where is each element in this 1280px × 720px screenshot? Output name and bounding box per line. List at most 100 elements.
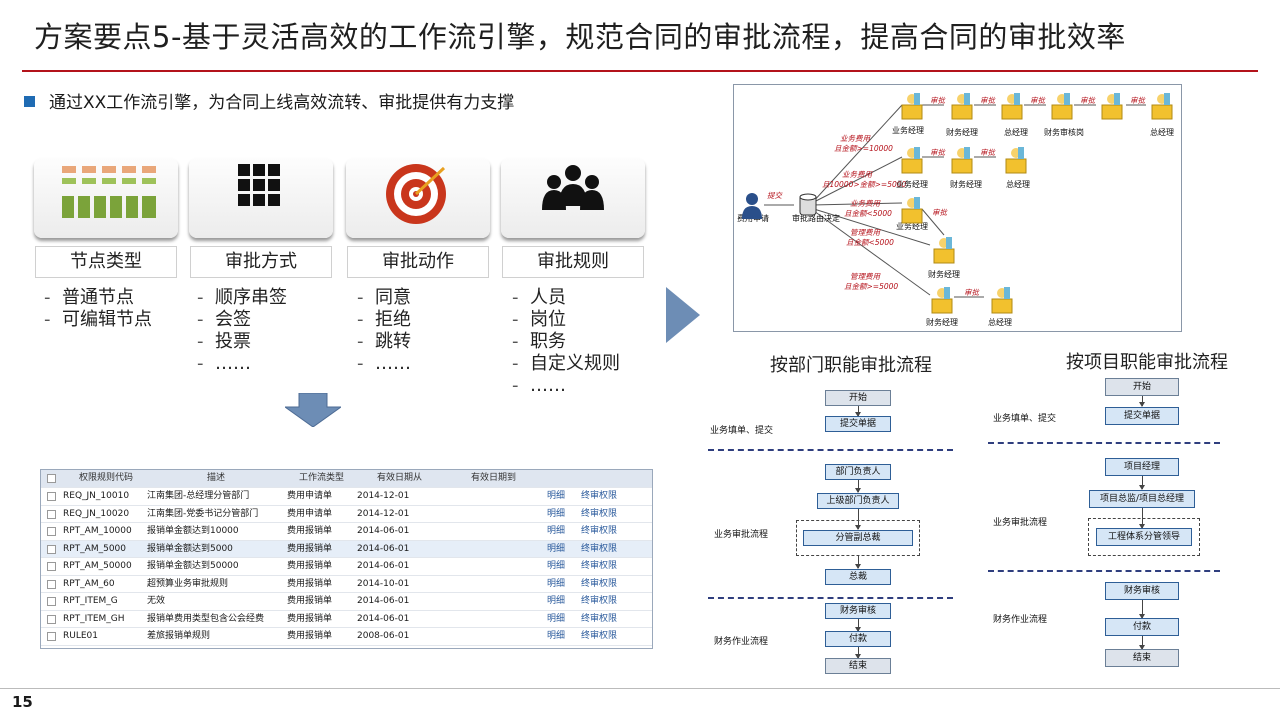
section-label: 业务审批流程 (714, 530, 769, 540)
table-cell: 2008-06-01 (357, 631, 410, 641)
table-header: 权限规则代码 (79, 473, 134, 483)
select-all-checkbox[interactable] (47, 474, 56, 483)
flow-arrow (1139, 600, 1145, 619)
database-icon (799, 193, 817, 216)
list-item: -跳转 (357, 331, 411, 352)
table-cell: 无效 (147, 596, 166, 606)
people-icon (542, 165, 604, 210)
table-header: 工作流类型 (299, 473, 345, 483)
node-type-list: -普通节点 -可编辑节点 (44, 287, 152, 331)
list-item: -人员 (512, 287, 566, 308)
edge-label: 审批 (980, 148, 995, 157)
node-label: 财务经理 (950, 180, 982, 189)
final-approval-link[interactable]: 终审权限 (581, 508, 618, 519)
optional-step-frame (1088, 518, 1200, 556)
list-item: -职务 (512, 331, 566, 352)
approval-action-card (346, 158, 490, 238)
node-label: 总经理 (1004, 128, 1028, 137)
label-approval-method: 审批方式 (190, 246, 332, 278)
table-cell: RPT_AM_5000 (63, 543, 127, 554)
section-divider (988, 570, 1220, 572)
section-label: 业务填单、提交 (993, 414, 1057, 424)
table-cell: RPT_ITEM_GH (63, 613, 125, 624)
detail-link[interactable]: 明细 (547, 596, 566, 606)
final-approval-link[interactable]: 终审权限 (581, 613, 618, 624)
edge-label: 且金额<5000 (846, 238, 894, 247)
table-cell: 2014-06-01 (357, 596, 410, 606)
detail-link[interactable]: 明细 (547, 508, 566, 519)
section-label: 财务作业流程 (993, 615, 1048, 625)
approver-icon (1051, 93, 1073, 120)
detail-link[interactable]: 明细 (547, 543, 566, 554)
table-cell: 报销单金额达到50000 (147, 561, 239, 571)
detail-link[interactable]: 明细 (547, 578, 566, 589)
detail-link[interactable]: 明细 (547, 491, 566, 501)
section-label: 业务填单、提交 (710, 426, 774, 436)
flow-step: 财务审核 (825, 603, 891, 619)
flow-arrow (855, 619, 861, 632)
table-cell: 超预算业务审批规则 (147, 578, 229, 589)
label-node-type: 节点类型 (35, 246, 177, 278)
row-checkbox[interactable] (47, 614, 56, 624)
flow-step: 付款 (1105, 618, 1179, 636)
detail-link[interactable]: 明细 (547, 561, 566, 571)
row-checkbox[interactable] (47, 632, 56, 641)
detail-link[interactable]: 明细 (547, 631, 566, 641)
row-checkbox[interactable] (47, 597, 56, 606)
list-item: -…… (512, 375, 566, 396)
final-approval-link[interactable]: 终审权限 (581, 578, 618, 589)
table-cell: 费用申请单 (287, 508, 333, 519)
section-divider (708, 597, 953, 599)
grid-icon (238, 164, 280, 206)
approval-rules-table: 权限规则代码 描述 工作流类型 有效日期从 有效日期到 REQ_JN_10010… (40, 469, 653, 649)
edge-label: 审批 (1130, 96, 1145, 105)
table-cell: 费用报销单 (287, 526, 333, 536)
project-flow-title: 按项目职能审批流程 (1066, 352, 1228, 373)
page-number: 15 (12, 693, 33, 711)
node-label: 总经理 (1150, 128, 1174, 137)
list-item: -自定义规则 (512, 353, 620, 374)
edge-label: 管理费用 (850, 228, 880, 237)
final-approval-link[interactable]: 终审权限 (581, 596, 618, 606)
edge-label: 审批 (980, 96, 995, 105)
detail-link[interactable]: 明细 (547, 613, 566, 624)
table-cell: 2014-06-01 (357, 561, 410, 571)
flow-arrow (1139, 508, 1145, 529)
row-checkbox[interactable] (47, 562, 56, 571)
approver-icon (901, 147, 923, 174)
flow-step-start: 开始 (825, 390, 891, 406)
approval-method-card (189, 158, 333, 238)
list-item: -拒绝 (357, 309, 411, 330)
row-checkbox[interactable] (47, 544, 56, 554)
final-approval-link[interactable]: 终审权限 (581, 561, 618, 571)
table-cell: 江南集团-总经理分管部门 (147, 491, 250, 501)
edge-label: 管理费用 (850, 272, 880, 281)
bullet-text: 通过XX工作流引擎，为合同上线高效流转、审批提供有力支撑 (49, 93, 515, 113)
row-checkbox[interactable] (47, 509, 56, 519)
row-checkbox[interactable] (47, 492, 56, 501)
section-label: 业务审批流程 (993, 518, 1048, 528)
edge-label: 且金额>=10000 (834, 144, 893, 153)
flow-arrow (1139, 636, 1145, 650)
final-approval-link[interactable]: 终审权限 (581, 491, 618, 501)
final-approval-link[interactable]: 终审权限 (581, 526, 618, 536)
list-item: -顺序串签 (197, 287, 287, 308)
flow-step-end: 结束 (1105, 649, 1179, 667)
final-approval-link[interactable]: 终审权限 (581, 631, 618, 641)
table-cell: RPT_AM_10000 (63, 526, 132, 536)
row-checkbox[interactable] (47, 579, 56, 589)
detail-link[interactable]: 明细 (547, 526, 566, 536)
row-checkbox[interactable] (47, 527, 56, 536)
table-header: 有效日期到 (471, 473, 517, 483)
flow-step-start: 开始 (1105, 378, 1179, 396)
final-approval-link[interactable]: 终审权限 (581, 543, 618, 554)
